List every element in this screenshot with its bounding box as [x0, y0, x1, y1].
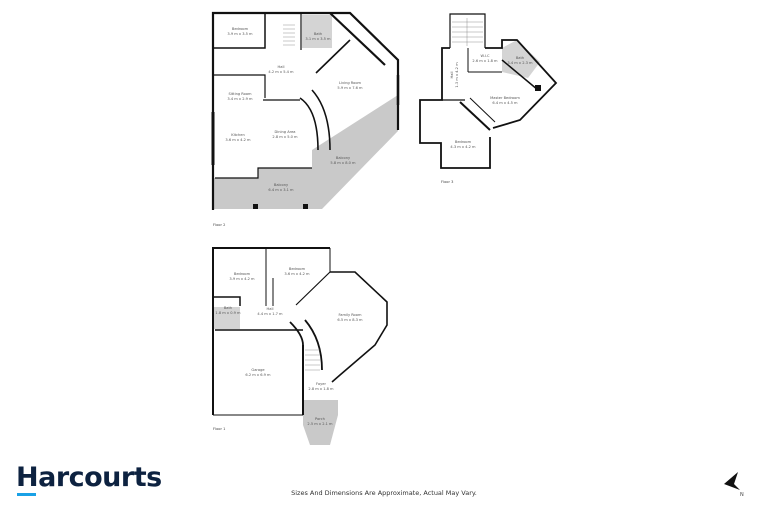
disclaimer-text: Sizes And Dimensions Are Approximate, Ac…: [291, 489, 477, 497]
floor-label: Floor 2: [213, 223, 225, 227]
svg-text:Master Bedroom: Master Bedroom: [490, 96, 520, 100]
svg-text:5.9 m x 7.6 m: 5.9 m x 7.6 m: [337, 86, 363, 90]
svg-text:3.9 m x 3.5 m: 3.9 m x 3.5 m: [227, 32, 253, 36]
svg-text:2.8 m x 5.0 m: 2.8 m x 5.0 m: [272, 135, 298, 139]
svg-text:2.8 m x 1.8 m: 2.8 m x 1.8 m: [308, 387, 334, 391]
svg-text:Balcony: Balcony: [336, 156, 351, 160]
svg-text:5.8 m x 8.0 m: 5.8 m x 8.0 m: [330, 161, 356, 165]
svg-text:Bath: Bath: [224, 306, 232, 310]
svg-text:6.2 m x 6.9 m: 6.2 m x 6.9 m: [245, 373, 271, 377]
svg-text:Bath: Bath: [314, 32, 322, 36]
balcony-south: [213, 168, 312, 209]
svg-text:3.6 m x 4.2 m: 3.6 m x 4.2 m: [225, 138, 251, 142]
porch: [303, 400, 338, 445]
svg-text:Kitchen: Kitchen: [231, 133, 245, 137]
svg-text:4.3 m x 4.2 m: 4.3 m x 4.2 m: [450, 145, 476, 149]
svg-text:Garage: Garage: [251, 368, 265, 372]
svg-text:Dining Area: Dining Area: [274, 130, 295, 134]
svg-text:4.2 m x 5.4 m: 4.2 m x 5.4 m: [268, 70, 294, 74]
svg-text:Floor 3: Floor 3: [441, 180, 453, 184]
svg-text:Foyer: Foyer: [316, 382, 326, 386]
harcourts-logo: Harcourts: [16, 462, 162, 493]
svg-text:Hall: Hall: [450, 72, 454, 79]
logo-accent-bar: [17, 493, 36, 496]
svg-text:6.4 m x 3.1 m: 6.4 m x 3.1 m: [268, 188, 294, 192]
svg-text:Living Room: Living Room: [339, 81, 362, 85]
north-arrow-icon: N: [724, 472, 744, 498]
svg-text:4.4 m x 1.7 m: 4.4 m x 1.7 m: [257, 312, 283, 316]
svg-text:Balcony: Balcony: [274, 183, 289, 187]
room-label: Bedroom: [232, 27, 249, 31]
floor-3-plan: W.I.C 2.6 m x 1.8 m Bath 3.4 m x 2.3 m H…: [419, 13, 558, 184]
svg-text:Bedroom: Bedroom: [234, 272, 251, 276]
svg-text:Family Room: Family Room: [339, 313, 362, 317]
svg-text:Hall: Hall: [278, 65, 285, 69]
svg-text:3.4 m x 2.9 m: 3.4 m x 2.9 m: [227, 97, 253, 101]
bath-floor2: [302, 15, 332, 48]
svg-text:Porch: Porch: [315, 417, 325, 421]
floor-2-plan: Bedroom 3.9 m x 3.5 m Bath 3.1 m x 3.5 m…: [211, 11, 400, 227]
svg-text:2.6 m x 1.8 m: 2.6 m x 1.8 m: [472, 59, 498, 63]
floor-1-plan: Bedroom 3.9 m x 4.2 m Bedroom 3.6 m x 4.…: [212, 247, 388, 445]
svg-text:3.4 m x 2.3 m: 3.4 m x 2.3 m: [507, 61, 533, 65]
bath-floor1: [213, 307, 240, 329]
svg-text:3.6 m x 4.2 m: 3.6 m x 4.2 m: [284, 272, 310, 276]
svg-text:Floor 1: Floor 1: [213, 427, 225, 431]
svg-text:3.1 m x 3.5 m: 3.1 m x 3.5 m: [305, 37, 331, 41]
svg-text:W.I.C: W.I.C: [481, 54, 490, 58]
svg-text:6.5 m x 8.3 m: 6.5 m x 8.3 m: [337, 318, 363, 322]
svg-text:Bedroom: Bedroom: [455, 140, 472, 144]
svg-text:3.9 m x 4.2 m: 3.9 m x 4.2 m: [229, 277, 255, 281]
svg-text:Hall: Hall: [267, 307, 274, 311]
svg-text:Bath: Bath: [516, 56, 524, 60]
svg-text:2.5 m x 2.1 m: 2.5 m x 2.1 m: [307, 422, 333, 426]
svg-text:N: N: [740, 492, 744, 498]
svg-text:Bedroom: Bedroom: [289, 267, 306, 271]
balcony-east: [312, 95, 398, 209]
svg-text:6.4 m x 4.5 m: 6.4 m x 4.5 m: [492, 101, 518, 105]
svg-text:Sitting Room: Sitting Room: [228, 92, 252, 96]
svg-text:1.8 m x 0.9 m: 1.8 m x 0.9 m: [215, 311, 241, 315]
svg-text:1.3 m x 4.2 m: 1.3 m x 4.2 m: [455, 62, 459, 88]
